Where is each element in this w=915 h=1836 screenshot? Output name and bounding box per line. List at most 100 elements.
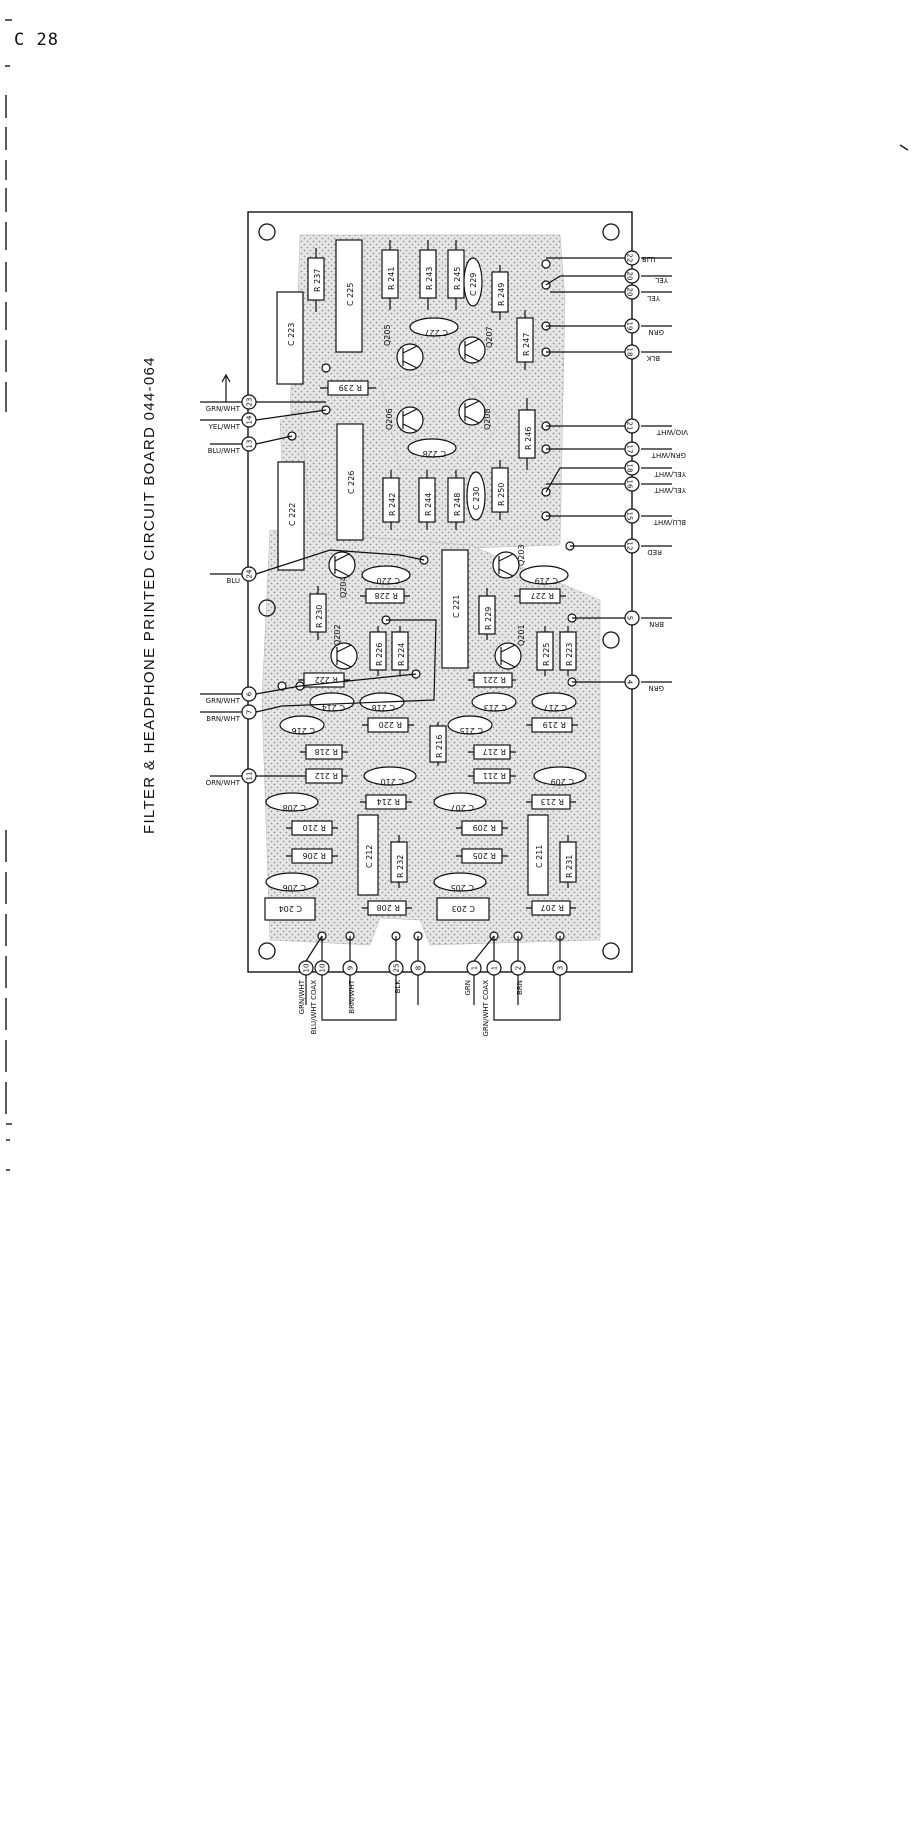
- resistor-r239: R 239: [320, 380, 376, 396]
- terminal-9: [342, 960, 358, 976]
- svg-text:C 210: C 210: [381, 777, 404, 786]
- svg-text:R 227: R 227: [531, 591, 554, 600]
- resistor-r229: R 229: [478, 588, 496, 640]
- mounting-hole: [258, 223, 276, 241]
- capacitor-c208: C 208: [265, 792, 319, 812]
- terminal-1-b: [486, 960, 502, 976]
- pad: [321, 363, 331, 373]
- svg-text:Q207: Q207: [485, 326, 494, 348]
- bottom-terminal-numbers: 10 10 9 25 8 1 1 2 3: [303, 964, 565, 973]
- resistor-r221: R 221: [468, 672, 516, 688]
- left-wire-labels: GRN/WHT YEL/WHT BLU/WHT BLU GRN/WHT BRN/…: [206, 405, 241, 787]
- resistor-r216: R 216: [429, 722, 447, 766]
- svg-text:GRN: GRN: [464, 980, 472, 996]
- svg-text:R 245: R 245: [453, 267, 462, 290]
- resistor-r207: R 207: [526, 900, 576, 916]
- terminal-23: [241, 394, 257, 410]
- svg-text:BRN: BRN: [516, 980, 524, 995]
- resistor-r246: R 246: [518, 398, 536, 470]
- svg-text:BLU/WHT: BLU/WHT: [208, 447, 241, 455]
- svg-text:11: 11: [246, 772, 254, 781]
- resistor-r231: R 231: [559, 835, 577, 888]
- resistor-r206: R 206: [286, 848, 338, 864]
- svg-text:Q202: Q202: [333, 624, 342, 646]
- capacitor-c221: C 221: [441, 549, 469, 669]
- svg-text:VIO/WHT: VIO/WHT: [656, 428, 688, 436]
- capacitor-c220: C 220: [361, 565, 411, 585]
- svg-text:R 206: R 206: [303, 851, 326, 860]
- svg-text:C 227: C 227: [425, 328, 448, 337]
- svg-text:R 237: R 237: [313, 269, 322, 292]
- resistor-r250: R 250: [491, 460, 509, 520]
- svg-text:R 223: R 223: [565, 643, 574, 666]
- capacitor-c229: C 229: [463, 257, 483, 307]
- margin-marks: [5, 19, 909, 1171]
- svg-text:17: 17: [626, 445, 634, 454]
- resistor-r219: R 219: [526, 717, 578, 733]
- terminal-18b: [624, 460, 640, 476]
- resistor-r227: R 227: [514, 588, 566, 604]
- terminal-10-b: [314, 960, 330, 976]
- svg-text:R 243: R 243: [425, 267, 434, 290]
- svg-text:18: 18: [626, 464, 634, 473]
- mounting-hole: [258, 599, 276, 617]
- svg-text:R 216: R 216: [435, 735, 444, 758]
- resistor-r220: R 220: [362, 717, 414, 733]
- right-terminals: [545, 250, 672, 690]
- svg-text:9: 9: [347, 966, 355, 970]
- resistor-r230: R 230: [309, 586, 327, 640]
- svg-text:R 225: R 225: [542, 643, 551, 666]
- svg-text:R 224: R 224: [397, 643, 406, 666]
- svg-text:24: 24: [246, 569, 254, 578]
- capacitor-c216: C 216: [279, 715, 325, 735]
- resistor-r225: R 225: [536, 626, 554, 676]
- svg-text:R 207: R 207: [541, 903, 564, 912]
- svg-text:1: 1: [491, 966, 499, 970]
- capacitor-c209: C 209: [533, 766, 587, 786]
- terminal-21: [624, 418, 640, 434]
- left-terminal-numbers: 23 14 13 24 6 7 11: [246, 398, 254, 781]
- svg-text:R 226: R 226: [375, 643, 384, 666]
- resistor-r237: R 237: [307, 248, 325, 312]
- svg-text:BRN/WHT: BRN/WHT: [206, 715, 240, 723]
- terminal-25: [388, 960, 404, 976]
- svg-text:R 239: R 239: [339, 383, 362, 392]
- svg-text:20: 20: [626, 288, 634, 297]
- page-number-label: C 28: [14, 30, 59, 50]
- svg-text:15: 15: [626, 512, 634, 521]
- mounting-hole: [602, 631, 620, 649]
- svg-text:BLU: BLU: [642, 255, 655, 263]
- terminal-24: [241, 566, 257, 582]
- capacitor-c223: C 223: [276, 291, 304, 385]
- terminal-17: [624, 441, 640, 457]
- bottom-terminals: [298, 935, 568, 1021]
- resistor-r247: R 247: [516, 310, 534, 370]
- svg-text:20: 20: [626, 272, 634, 281]
- transistor-q203: Q203: [492, 544, 526, 579]
- svg-text:25: 25: [393, 964, 401, 973]
- resistor-r209: R 209: [456, 820, 508, 836]
- terminal-3: [552, 960, 568, 976]
- terminal-20-top: [624, 268, 640, 284]
- svg-text:C 212: C 212: [365, 845, 374, 868]
- svg-text:R 220: R 220: [379, 720, 402, 729]
- mounting-holes: [258, 223, 620, 960]
- svg-text:YEL: YEL: [647, 294, 661, 302]
- svg-text:R 213: R 213: [541, 797, 564, 806]
- bottom-wire-labels: GRN/WHT BLU/WHT COAX BRN/WHT BLK GRN GRN…: [298, 979, 524, 1036]
- svg-text:8: 8: [415, 966, 423, 970]
- svg-text:GRN/WHT: GRN/WHT: [651, 451, 686, 459]
- terminal-1-a: [466, 960, 482, 976]
- resistor-r249: R 249: [491, 265, 509, 320]
- svg-text:12: 12: [626, 542, 634, 551]
- svg-text:GRN/WHT COAX: GRN/WHT COAX: [482, 980, 490, 1037]
- capacitor-c207: C 207: [433, 792, 487, 812]
- svg-text:Q201: Q201: [517, 624, 526, 646]
- capacitor-c226: C 226: [336, 423, 364, 541]
- svg-text:23: 23: [246, 398, 254, 407]
- capacitors-small: C 229 C 227 C 228 C 230 C 220 C 219 C 21…: [265, 257, 587, 892]
- resistor-r232: R 232: [390, 835, 408, 888]
- svg-text:R 208: R 208: [377, 903, 400, 912]
- svg-text:C 207: C 207: [451, 803, 474, 812]
